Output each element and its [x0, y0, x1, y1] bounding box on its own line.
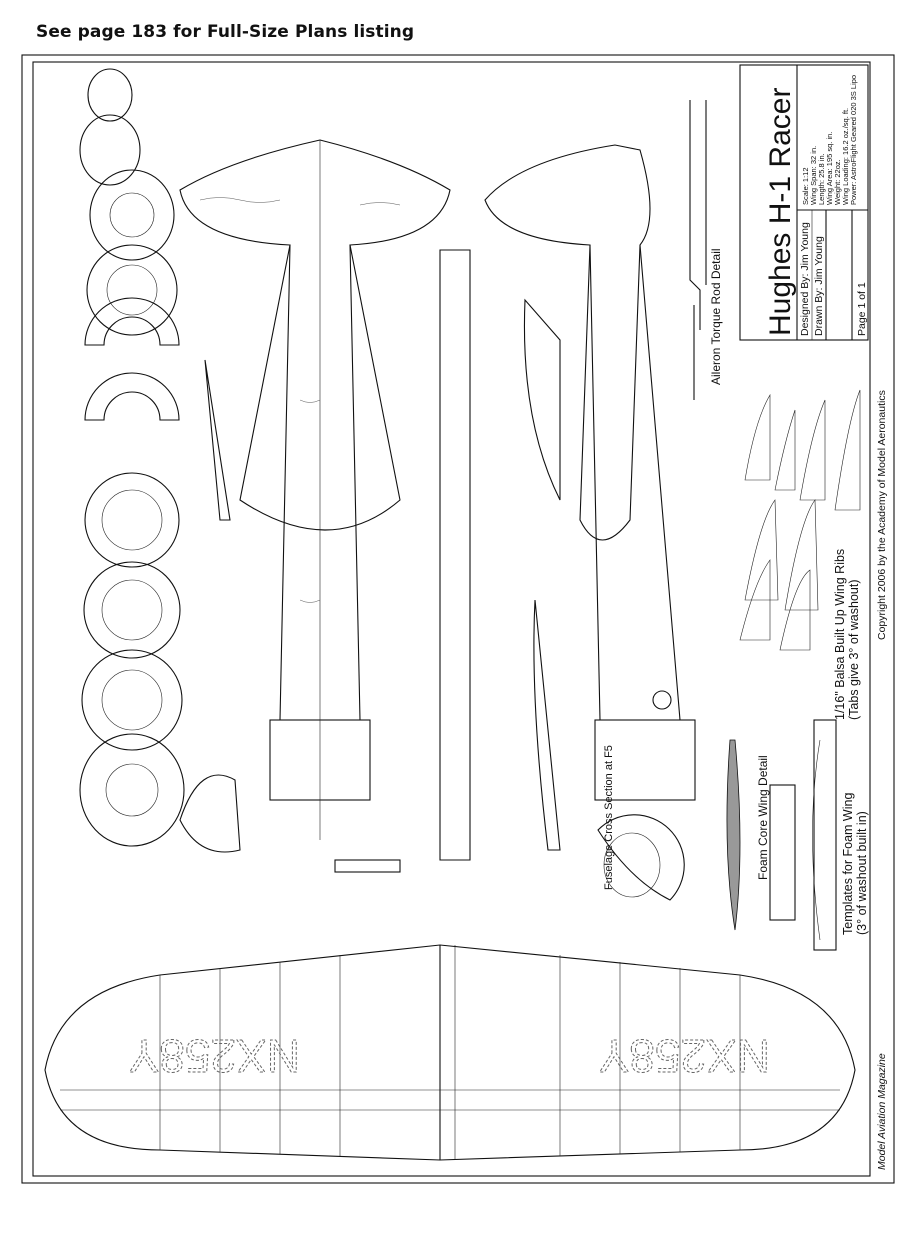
registration-left: NX258Y	[129, 1030, 300, 1082]
spec-line: Power: AstroFlight Geared 020 3S Lipo	[849, 75, 858, 205]
designed-by: Designed By: Jim Young	[799, 222, 811, 336]
wing-ribs	[739, 389, 861, 651]
title-block: Hughes H-1 Racer Designed By: Jim Young …	[739, 64, 869, 341]
inner-frame	[32, 61, 871, 1177]
wing-plan-view: NX258Y NX258Y	[44, 944, 856, 1161]
spec-line: Scale: 1:12	[801, 167, 810, 205]
spec-line: Wing Span: 32 in.	[809, 146, 818, 205]
fuselage-top-view	[179, 139, 451, 840]
spec-line: Wing Area: 195 sq. in.	[825, 132, 834, 205]
foam-core-label: Foam Core Wing Detail	[756, 755, 770, 880]
plan-title: Hughes H-1 Racer	[764, 88, 797, 336]
foam-core-wing: Foam Core Wing Detail Templates for Foam…	[726, 719, 869, 951]
registration-right: NX258Y	[599, 1030, 770, 1082]
aileron-torque-rod-detail: Aileron Torque Rod Detail	[689, 100, 723, 400]
wing-ribs-label: 1/16" Balsa Built Up Wing Ribs	[833, 549, 847, 720]
foam-templates-note: (3° of washout built in)	[855, 811, 869, 935]
fuselage-section-label: Fuselage Cross Section at F5	[603, 745, 615, 890]
magazine-name: Model Aviation Magazine	[876, 1053, 888, 1170]
outer-frame	[21, 54, 895, 1184]
spec-line: Weight: 22oz.	[833, 159, 842, 205]
fuselage-formers	[79, 68, 185, 847]
misc-parts	[179, 249, 685, 901]
drawn-by: Drawn By: Jim Young	[813, 236, 825, 336]
spec-line: Wing Loading: 16.2 oz./sq. ft.	[841, 108, 850, 205]
spec-line: Length: 25.8 in.	[817, 153, 826, 205]
page-number: Page 1 of 1	[856, 282, 868, 336]
aileron-detail-label: Aileron Torque Rod Detail	[709, 248, 723, 385]
copyright: Copyright 2006 by the Academy of Model A…	[876, 390, 888, 640]
plans-listing-note: See page 183 for Full-Size Plans listing	[36, 22, 415, 42]
foam-templates-label: Templates for Foam Wing	[841, 793, 855, 935]
fuselage-side-view	[484, 144, 696, 801]
wing-ribs-note: (Tabs give 3° of washout)	[847, 580, 861, 721]
